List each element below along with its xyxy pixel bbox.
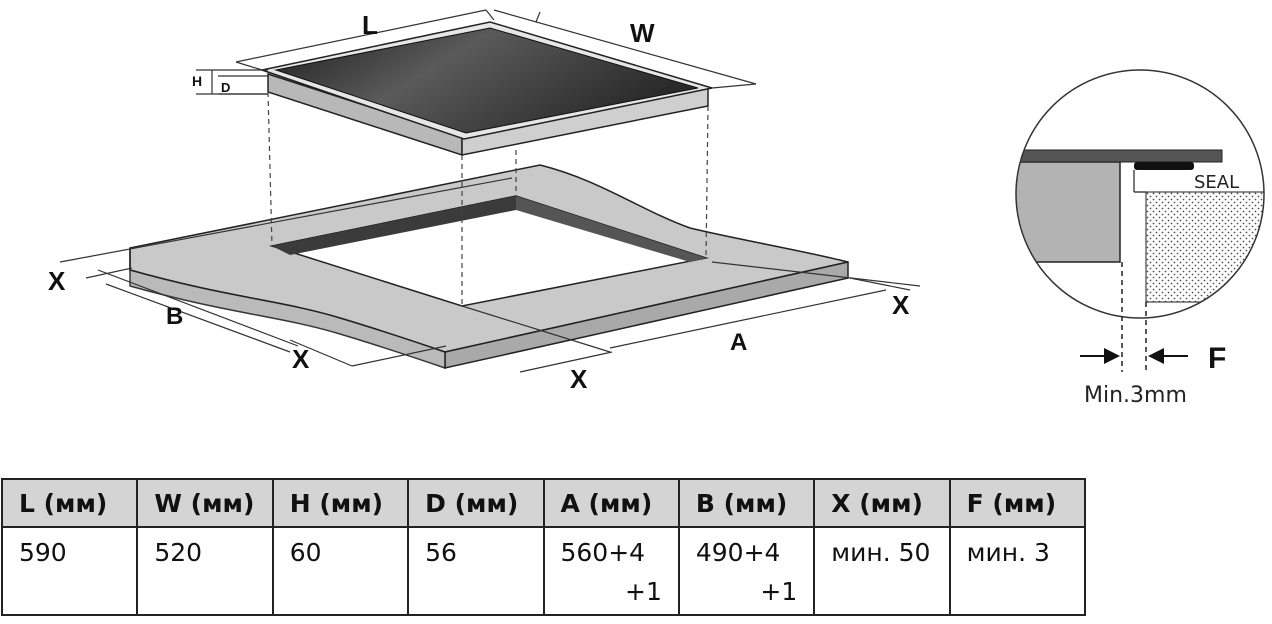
cell-b: 490+4 +1 (677, 526, 816, 616)
hob-glass (274, 27, 699, 134)
label-gap-f: F (1208, 342, 1226, 375)
detail-seal (1134, 162, 1194, 170)
cell-x: мин. 50 (813, 526, 951, 616)
hob (259, 21, 713, 157)
cutout-dimension-lines (59, 177, 921, 373)
label-height: H (192, 73, 202, 89)
cell-h: 60 (271, 526, 410, 616)
label-b: B (166, 303, 183, 330)
hob-dimension-lines (196, 9, 757, 95)
cell-d: 56 (407, 526, 545, 616)
cutout-right-wall (516, 196, 706, 262)
cell-b-tolerance: +1 (760, 577, 798, 606)
header-d: D (мм) (407, 478, 545, 528)
label-length: L (362, 10, 378, 40)
detail-glass (1016, 149, 1223, 163)
cell-a-tolerance: +1 (625, 577, 662, 606)
header-a: A (мм) (542, 478, 680, 528)
header-h: H (мм) (271, 478, 410, 528)
dimensions-table: L (мм) W (мм) H (мм) D (мм) A (мм) B (мм… (0, 478, 1087, 616)
cutout-back-wall (272, 196, 516, 255)
installation-diagram: L W H D X B X X A X SEAL F Min (48, 9, 1265, 408)
label-x-front-right: X (570, 364, 588, 394)
cell-f: мин. 3 (948, 526, 1087, 616)
label-width: W (630, 18, 655, 48)
label-x-left: X (48, 266, 66, 296)
header-l: L (мм) (0, 478, 139, 528)
cell-a: 560+4 +1 (542, 526, 680, 616)
label-x-front-left: X (292, 344, 310, 374)
cell-w: 520 (136, 526, 274, 616)
label-a: A (730, 329, 747, 356)
worktop (129, 164, 849, 370)
label-gap-min: Min.3mm (1084, 383, 1187, 408)
projection-lines (267, 91, 709, 306)
detail-hob-body (1145, 191, 1264, 303)
cell-l: 590 (0, 526, 139, 616)
header-f: F (мм) (948, 478, 1087, 528)
header-w: W (мм) (136, 478, 274, 528)
worktop-left-edge (129, 248, 446, 370)
header-b: B (мм) (677, 478, 816, 528)
table-row: 590 520 60 56 560+4 +1 490+4 +1 мин. 50 … (0, 526, 1087, 616)
label-x-right: X (892, 290, 910, 320)
label-depth: D (221, 80, 230, 95)
table-header-row: L (мм) W (мм) H (мм) D (мм) A (мм) B (мм… (0, 478, 1087, 528)
detail-worktop (1016, 161, 1121, 263)
label-seal: SEAL (1194, 172, 1239, 193)
header-x: X (мм) (813, 478, 951, 528)
seal-detail: SEAL F Min.3mm (1015, 69, 1265, 408)
